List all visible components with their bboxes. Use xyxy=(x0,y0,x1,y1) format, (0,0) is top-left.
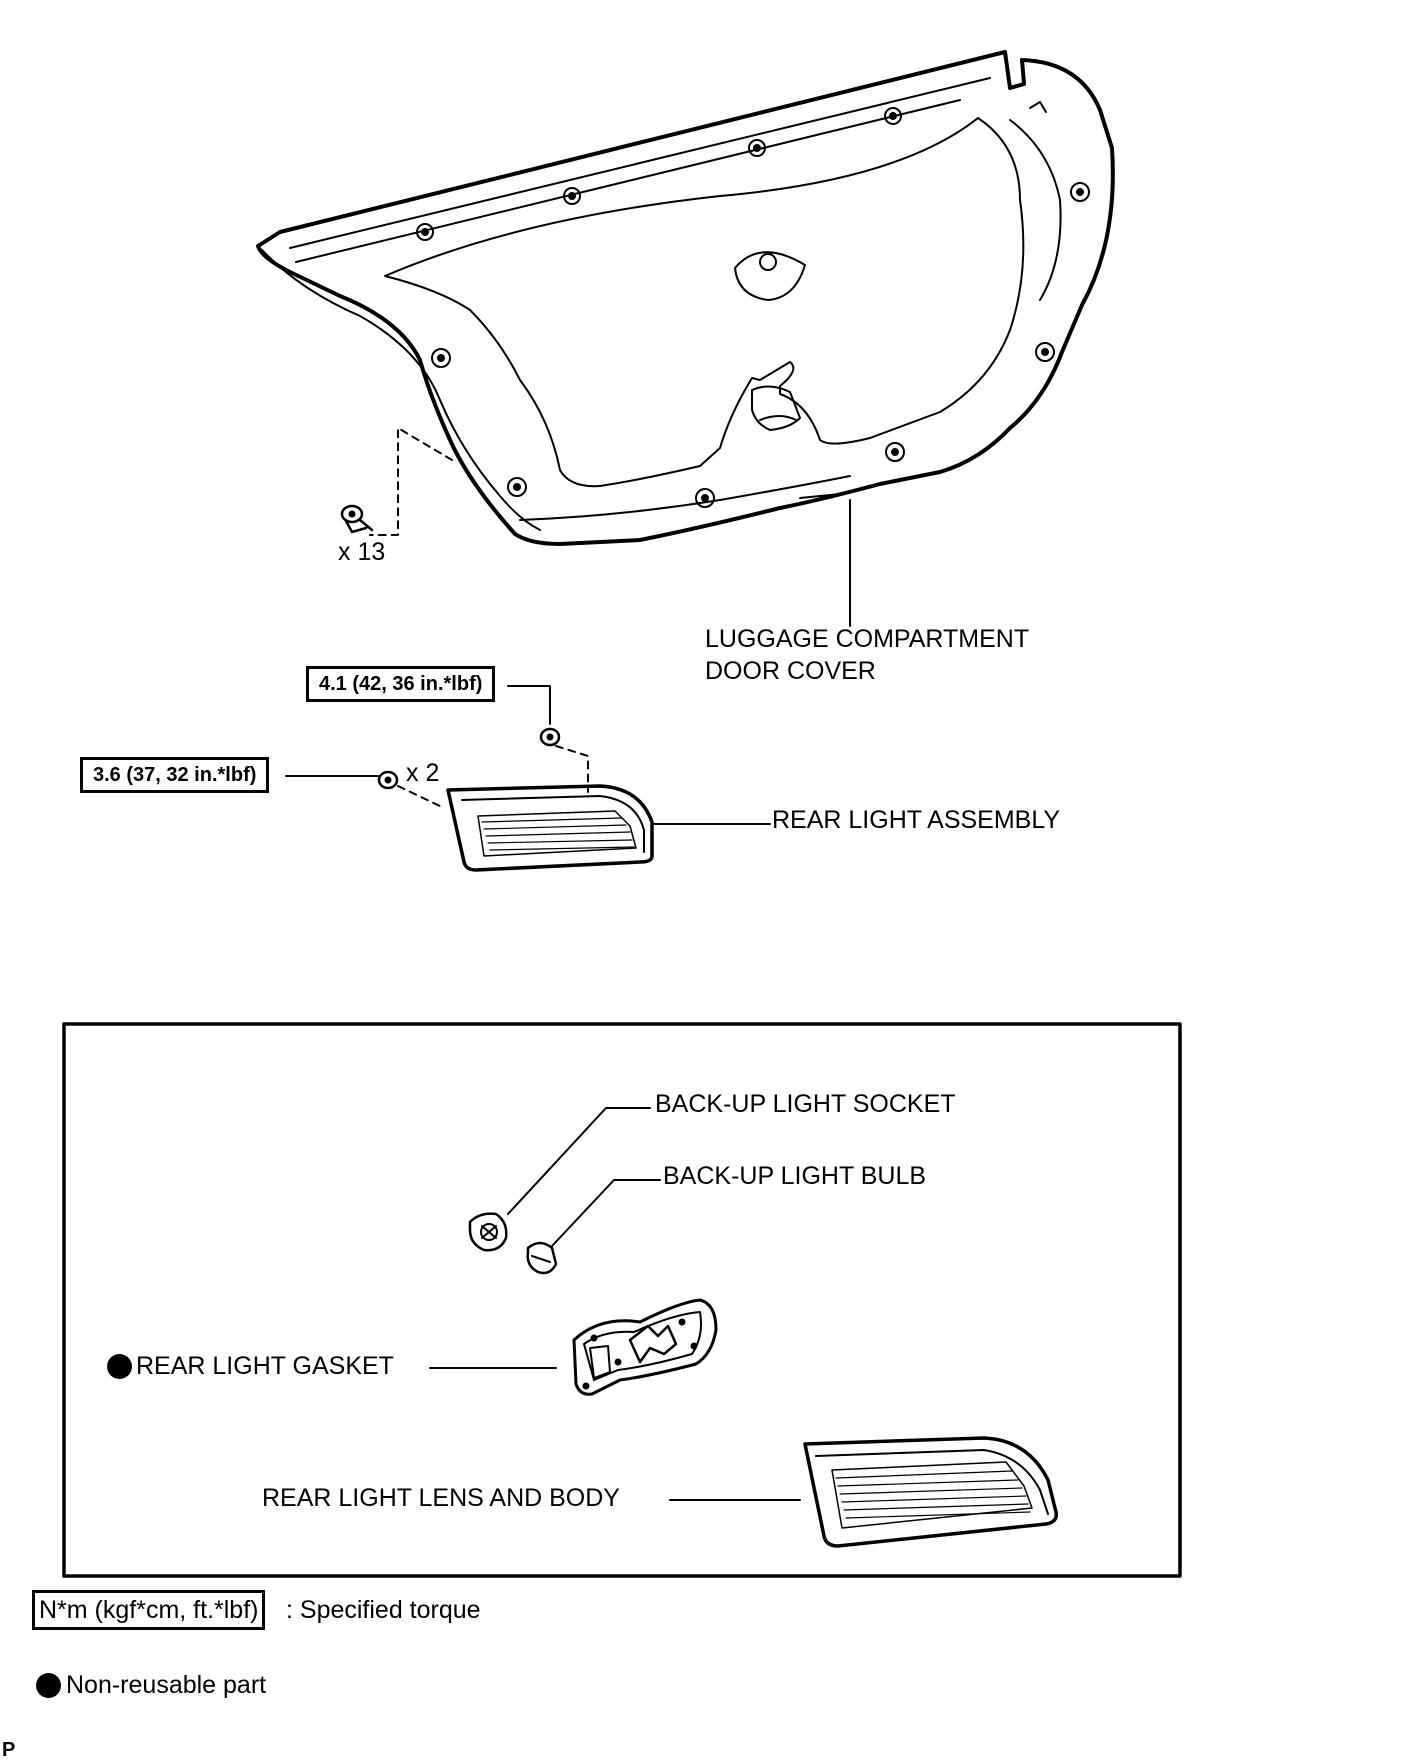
clip-fastener xyxy=(340,427,453,536)
rear-light-assembly xyxy=(446,784,654,872)
rear-light-nut-side xyxy=(285,770,445,809)
backup-light-socket xyxy=(468,1107,651,1252)
legend-torque-unit: N*m (kgf*cm, ft.*lbf) xyxy=(32,1590,266,1630)
rear-light-gasket xyxy=(429,1298,718,1396)
clip-holes xyxy=(416,107,1090,508)
label-luggage-cover-line2: DOOR COVER xyxy=(705,657,876,685)
non-reusable-dot-gasket xyxy=(107,1354,132,1379)
label-luggage-cover-line1: LUGGAGE COMPARTMENT xyxy=(705,625,1030,653)
label-x13: x 13 xyxy=(338,538,386,566)
legend-torque-desc: : Specified torque xyxy=(286,1596,481,1624)
label-rear-light-lens-body: REAR LIGHT LENS AND BODY xyxy=(262,1484,620,1512)
label-rear-light-assembly: REAR LIGHT ASSEMBLY xyxy=(772,806,1061,834)
luggage-compartment-door-cover xyxy=(256,50,1115,546)
legend-non-reusable: Non-reusable part xyxy=(66,1671,267,1699)
legend-non-reusable-dot xyxy=(36,1673,61,1698)
torque-box-upper: 4.1 (42, 36 in.*lbf) xyxy=(306,666,496,702)
label-x2: x 2 xyxy=(406,759,440,787)
corner-mark: P xyxy=(2,1739,16,1761)
backup-light-bulb xyxy=(526,1179,661,1275)
label-backup-light-bulb: BACK-UP LIGHT BULB xyxy=(663,1162,927,1190)
label-backup-light-socket: BACK-UP LIGHT SOCKET xyxy=(655,1090,956,1118)
detail-box xyxy=(62,1022,1182,1578)
label-rear-light-gasket: REAR LIGHT GASKET xyxy=(136,1352,394,1380)
rear-light-lens-body xyxy=(669,1436,1059,1548)
rear-light-nut-upper xyxy=(507,685,589,793)
torque-box-side: 3.6 (37, 32 in.*lbf) xyxy=(80,757,270,793)
